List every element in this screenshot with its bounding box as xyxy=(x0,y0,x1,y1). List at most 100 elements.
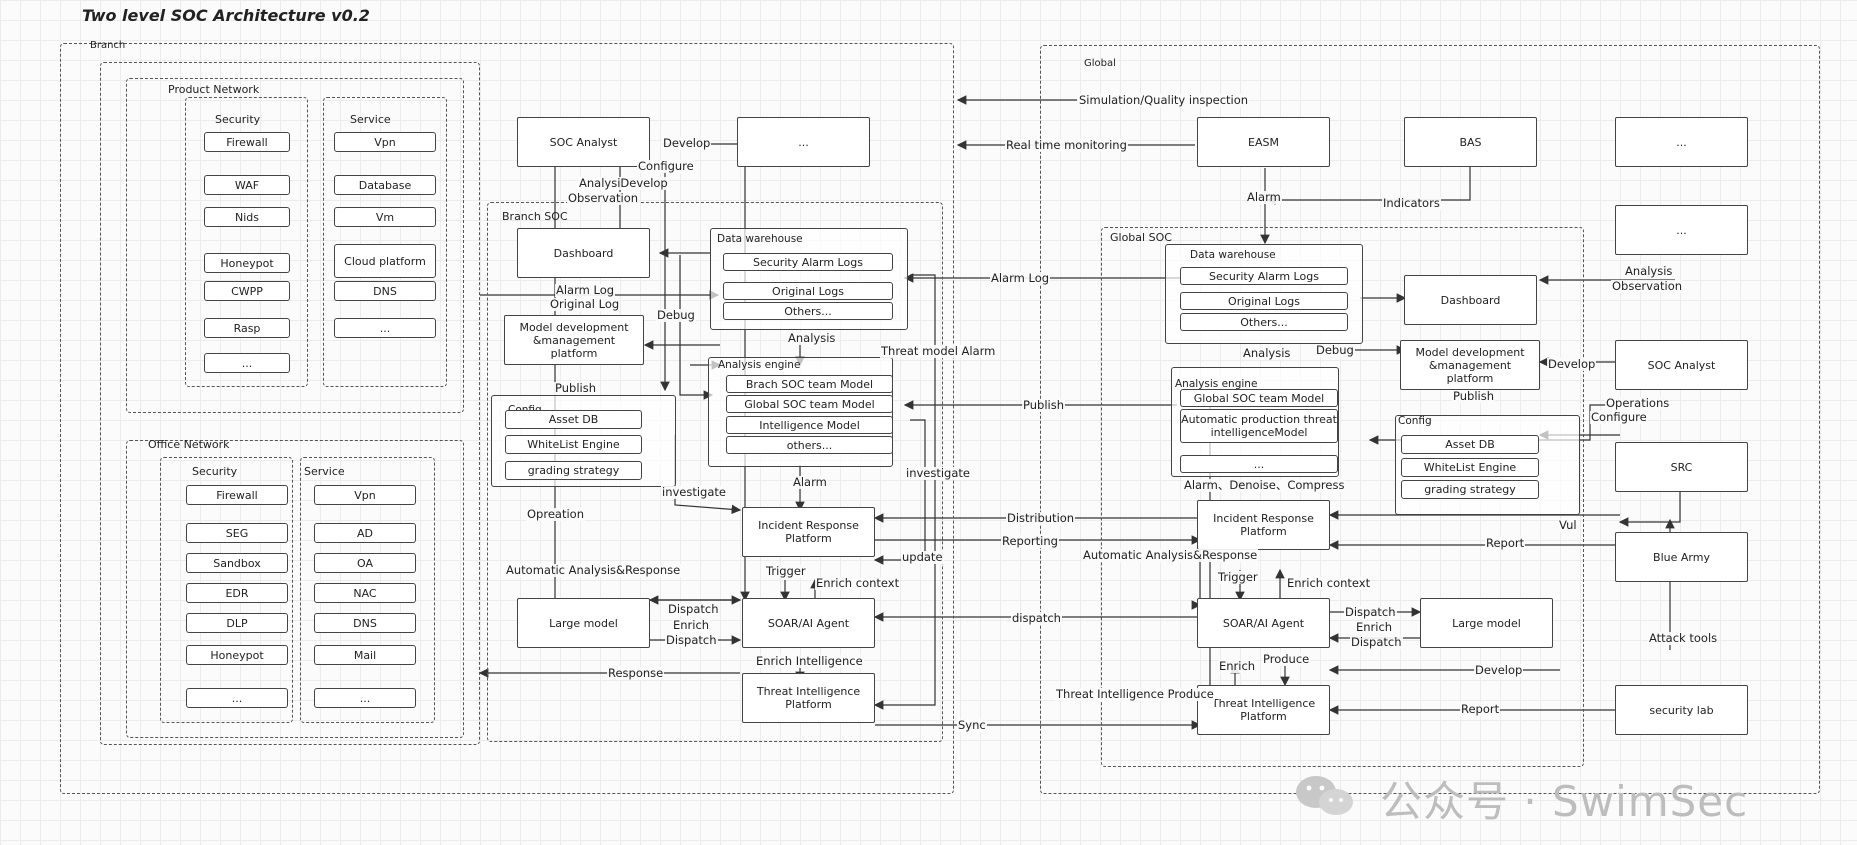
global-dw-item[interactable]: Security Alarm Logs xyxy=(1180,267,1348,285)
office-security-item[interactable]: DLP xyxy=(186,613,288,633)
global-data-warehouse-label: Data warehouse xyxy=(1190,249,1276,261)
product-security-group xyxy=(185,97,308,387)
global-ellipsis-node[interactable]: ... xyxy=(1615,205,1748,255)
office-security-item[interactable]: EDR xyxy=(186,583,288,603)
product-security-item[interactable]: Nids xyxy=(204,207,290,227)
edge-label: Dispatch xyxy=(665,633,718,647)
branch-threat-intel[interactable]: Threat Intelligence Platform xyxy=(742,673,875,723)
global-dw-item[interactable]: Others... xyxy=(1180,313,1348,331)
edge-label: Attack tools xyxy=(1648,631,1719,645)
branch-config-item[interactable]: grading strategy xyxy=(505,461,642,480)
global-large-model[interactable]: Large model xyxy=(1420,598,1553,648)
office-service-item[interactable]: ... xyxy=(314,688,416,708)
branch-ae-item[interactable]: Global SOC team Model xyxy=(726,395,893,413)
office-service-item[interactable]: Mail xyxy=(314,645,416,665)
edge-label: Opreation xyxy=(526,507,585,521)
office-network-label: Office Network xyxy=(148,438,230,451)
edge-label: Trigger xyxy=(1217,570,1259,584)
product-service-item[interactable]: DNS xyxy=(334,281,436,301)
product-security-item[interactable]: Rasp xyxy=(204,318,290,338)
global-soar[interactable]: SOAR/AI Agent xyxy=(1197,598,1330,648)
easm-node[interactable]: EASM xyxy=(1197,117,1330,167)
office-service-item[interactable]: AD xyxy=(314,523,416,543)
edge-label: Automatic Analysis&Response xyxy=(1082,548,1259,562)
edge-label: Publish xyxy=(554,381,597,395)
branch-large-model[interactable]: Large model xyxy=(517,598,650,648)
product-service-item[interactable]: Database xyxy=(334,175,436,195)
edge-label: AnalysiDevelop xyxy=(578,176,669,190)
global-soc-analyst[interactable]: SOC Analyst xyxy=(1615,340,1748,390)
global-analysis-engine-label: Analysis engine xyxy=(1175,378,1258,390)
bas-node[interactable]: BAS xyxy=(1404,117,1537,167)
global-ae-item[interactable]: Global SOC team Model xyxy=(1180,389,1338,407)
office-service-item[interactable]: NAC xyxy=(314,583,416,603)
branch-dashboard[interactable]: Dashboard xyxy=(517,228,650,278)
blue-army-node[interactable]: Blue Army xyxy=(1615,532,1748,582)
branch-soc-analyst[interactable]: SOC Analyst xyxy=(517,117,650,167)
src-node[interactable]: SRC xyxy=(1615,442,1748,492)
edge-label: Debug xyxy=(656,308,696,322)
product-security-item[interactable]: Firewall xyxy=(204,132,290,152)
office-security-item[interactable]: Firewall xyxy=(186,485,288,505)
branch-dw-item[interactable]: Original Logs xyxy=(723,282,893,300)
product-network-label: Product Network xyxy=(168,83,260,96)
edge-label: Analysis xyxy=(1624,264,1674,278)
branch-dw-item[interactable]: Security Alarm Logs xyxy=(723,253,893,271)
edge-label: Produce xyxy=(1262,652,1311,666)
edge-label: Configure xyxy=(637,159,695,173)
global-ellipsis-node[interactable]: ... xyxy=(1615,117,1748,167)
global-ae-item[interactable]: Automatic production threat intelligence… xyxy=(1180,409,1338,443)
product-security-item[interactable]: WAF xyxy=(204,175,290,195)
global-config-item[interactable]: Asset DB xyxy=(1401,435,1539,454)
global-soc xyxy=(1101,227,1584,767)
product-security-item[interactable]: CWPP xyxy=(204,281,290,301)
edge-label: dispatch xyxy=(1011,611,1062,625)
product-service-item[interactable]: Vm xyxy=(334,207,436,227)
branch-ae-item[interactable]: Intelligence Model xyxy=(726,416,893,434)
office-security-item[interactable]: ... xyxy=(186,688,288,708)
product-service-item[interactable]: Vpn xyxy=(334,132,436,152)
security-lab-node[interactable]: security lab xyxy=(1615,685,1748,735)
office-security-item[interactable]: Honeypot xyxy=(186,645,288,665)
office-security-item[interactable]: SEG xyxy=(186,523,288,543)
edge-label: Enrich xyxy=(1218,659,1257,673)
office-service-item[interactable]: OA xyxy=(314,553,416,573)
global-threat-intel[interactable]: Threat Intelligence Platform xyxy=(1197,685,1330,735)
branch-config-item[interactable]: WhiteList Engine xyxy=(505,435,642,454)
branch-config-item[interactable]: Asset DB xyxy=(505,410,642,429)
office-service-item[interactable]: DNS xyxy=(314,613,416,633)
product-network-container xyxy=(100,62,480,745)
office-security-item[interactable]: Sandbox xyxy=(186,553,288,573)
edge-label: Sync xyxy=(957,718,987,732)
branch-dw-item[interactable]: Others... xyxy=(723,302,893,320)
branch-model-dev[interactable]: Model development &management platform xyxy=(504,315,644,365)
edge-label: Observation xyxy=(1611,279,1684,293)
edge-label: Enrich Intelligence xyxy=(755,654,864,668)
branch-soc-label: Branch SOC xyxy=(502,210,568,223)
edge-label: Publish xyxy=(1022,398,1065,412)
edge-label: Original Log xyxy=(549,297,621,311)
branch-ae-item[interactable]: Brach SOC team Model xyxy=(726,375,893,393)
watermark: 公众号 · SwimSec xyxy=(1380,777,1749,826)
edge-label: Enrich xyxy=(672,618,711,632)
branch-incident-response[interactable]: Incident Response Platform xyxy=(742,507,875,557)
branch-ae-item[interactable]: others... xyxy=(726,436,893,454)
global-ae-item[interactable]: ... xyxy=(1180,455,1338,473)
edge-label: Enrich xyxy=(1355,620,1394,634)
global-model-dev[interactable]: Model development &management platform xyxy=(1400,340,1540,390)
edge-label: Alarm xyxy=(1246,190,1282,204)
product-security-item[interactable]: ... xyxy=(204,353,290,373)
global-dw-item[interactable]: Original Logs xyxy=(1180,292,1348,310)
branch-ellipsis-node[interactable]: ... xyxy=(737,117,870,167)
branch-soar[interactable]: SOAR/AI Agent xyxy=(742,598,875,648)
global-dashboard[interactable]: Dashboard xyxy=(1404,275,1537,325)
office-service-item[interactable]: Vpn xyxy=(314,485,416,505)
product-service-item[interactable]: ... xyxy=(334,318,436,338)
global-config-item[interactable]: WhiteList Engine xyxy=(1401,458,1539,477)
global-incident-response[interactable]: Incident Response Platform xyxy=(1197,500,1330,550)
product-service-item[interactable]: Cloud platform xyxy=(334,244,436,278)
product-security-item[interactable]: Honeypot xyxy=(204,253,290,273)
office-service-label: Service xyxy=(304,465,345,478)
edge-label: Alarm xyxy=(792,475,828,489)
global-config-item[interactable]: grading strategy xyxy=(1401,480,1539,499)
